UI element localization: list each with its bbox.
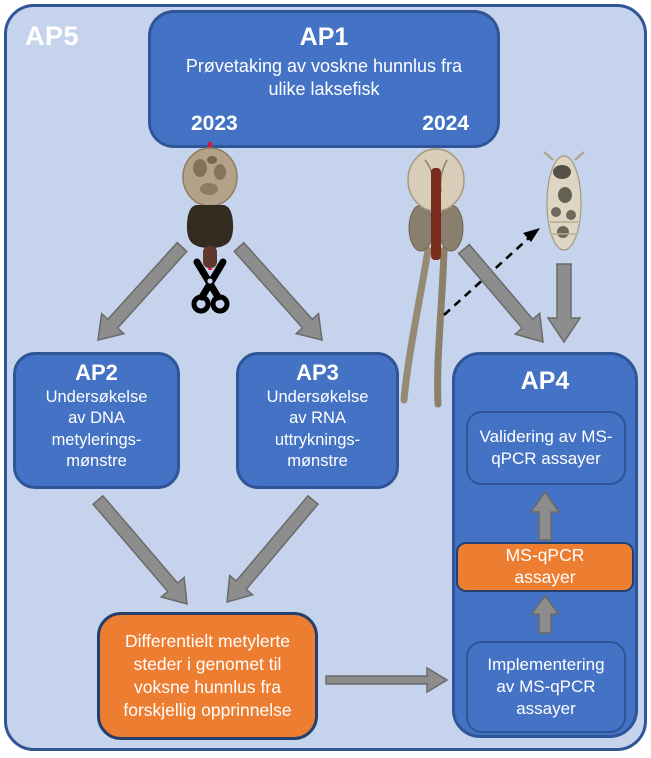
ap4-implementering-box: Implementering av MS-qPCR assayer [466,641,626,733]
ap4-title: AP4 [520,367,570,395]
ap3-title: AP3 [296,360,339,385]
ap5-label: AP5 [25,21,80,51]
ap2-box: AP2 Undersøkelse av DNA metylerings- møn… [13,352,180,489]
ap3-body: Undersøkelse av RNA uttryknings- mønstre [266,388,369,471]
ap1-description: Prøvetaking av voskne hunnlus fra ulike … [185,56,463,99]
ap1-title: AP1 [299,23,349,51]
ap2-body: Undersøkelse av DNA metylerings- mønstre [45,388,148,471]
differentially-methylated-sites-box: Differentielt metylerte steder i genomet… [97,612,318,740]
ap4-ms-qpcr-box: MS-qPCR assayer [456,542,634,592]
ap4-validering-box: Validering av MS- qPCR assayer [466,411,626,485]
year-2024-label: 2024 [422,112,469,135]
ap3-box: AP3 Undersøkelse av RNA uttryknings- møn… [236,352,399,489]
year-2023-label: 2023 [191,112,238,135]
ap2-title: AP2 [75,360,118,385]
ap4-box: AP4 Validering av MS- qPCR assayer MS-qP… [452,352,638,738]
ap1-box: AP1 Prøvetaking av voskne hunnlus fra ul… [148,10,500,148]
